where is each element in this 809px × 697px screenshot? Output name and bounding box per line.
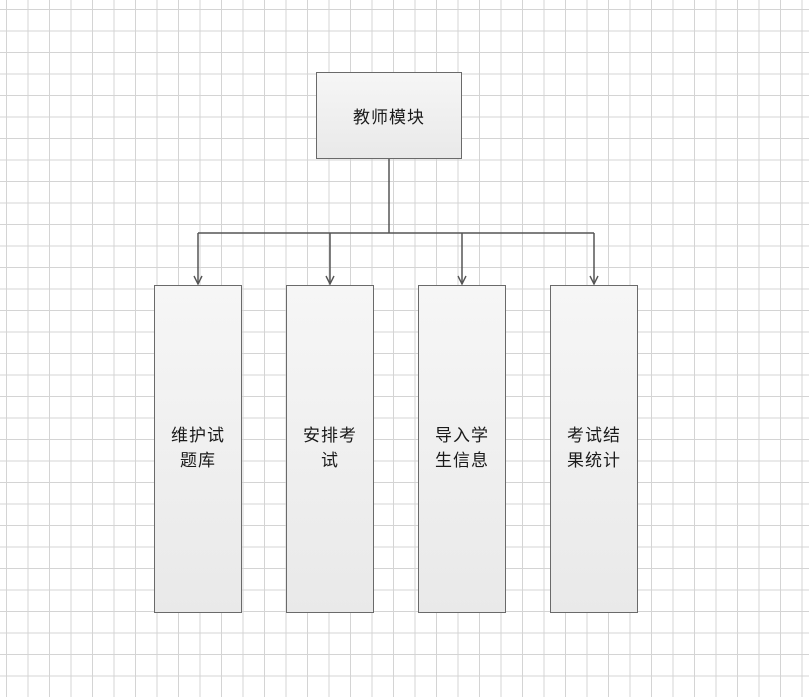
root-node-teacher-module: 教师模块 — [316, 72, 462, 159]
child-node-label: 导入学生信息 — [435, 426, 489, 471]
child-node-exam-result-stats: 考试结果统计 — [550, 285, 638, 613]
root-node-label: 教师模块 — [353, 108, 425, 128]
child-node-label: 考试结果统计 — [567, 426, 621, 471]
child-node-schedule-exam: 安排考试 — [286, 285, 374, 613]
child-node-label: 安排考试 — [303, 426, 357, 471]
child-node-label: 维护试题库 — [171, 426, 225, 471]
child-node-maintain-question-bank: 维护试题库 — [154, 285, 242, 613]
child-node-import-student-info: 导入学生信息 — [418, 285, 506, 613]
